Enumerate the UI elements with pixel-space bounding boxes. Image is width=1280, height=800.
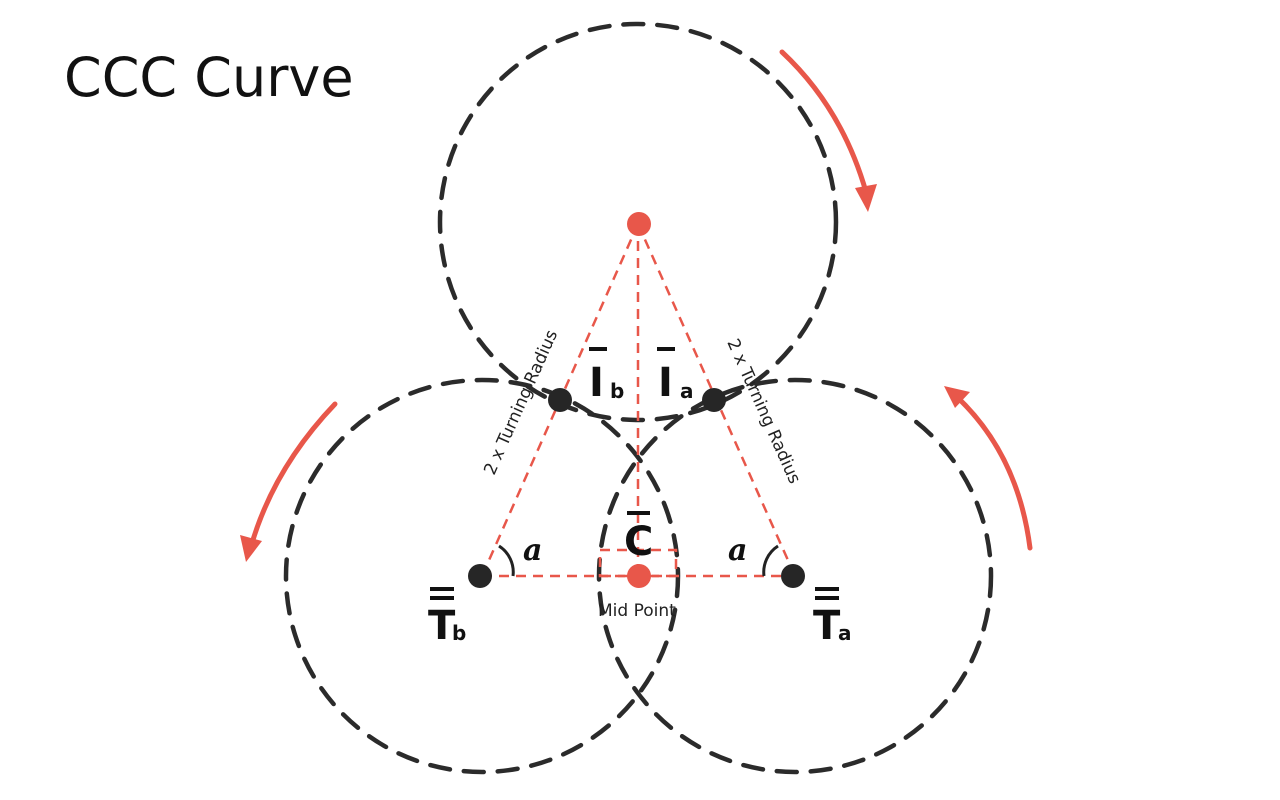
- alpha-left: a: [523, 533, 542, 568]
- midpoint-label: Mid Point: [598, 601, 676, 621]
- radius-label-right: 2 x Turning Radius: [722, 336, 804, 487]
- left-arrowhead-icon: [240, 535, 262, 562]
- right-arrowhead-icon: [944, 386, 970, 408]
- midpoint-point: [627, 564, 651, 588]
- c-label: C: [624, 511, 653, 565]
- ia-letter: I: [658, 360, 673, 406]
- ta-subscript: a: [838, 621, 852, 645]
- right-arrow-icon: [953, 393, 1033, 551]
- ia-point: [702, 388, 726, 412]
- tb-letter: T: [428, 603, 456, 649]
- ia-label: I a: [657, 347, 694, 406]
- ia-subscript: a: [680, 379, 694, 403]
- right-angle-arc: [762, 544, 779, 577]
- tb-point: [468, 564, 492, 588]
- ib-subscript: b: [610, 379, 624, 403]
- c-letter: C: [624, 519, 653, 565]
- tb-subscript: b: [452, 621, 466, 645]
- left-angle-arc: [498, 544, 515, 577]
- ib-letter: I: [589, 360, 604, 406]
- points: [468, 212, 805, 588]
- left-arrow-icon: [247, 401, 338, 553]
- ta-point: [781, 564, 805, 588]
- diagram-title: CCC Curve: [64, 46, 354, 109]
- ta-label: T a: [813, 587, 852, 649]
- tb-label: T b: [428, 587, 466, 649]
- angle-arcs: [498, 544, 779, 577]
- top-center-point: [627, 212, 651, 236]
- ib-label: I b: [589, 347, 624, 406]
- top-arrow-icon: [779, 49, 869, 195]
- ib-point: [548, 388, 572, 412]
- ta-letter: T: [813, 603, 841, 649]
- top-arrowhead-icon: [855, 184, 877, 212]
- alpha-right: a: [728, 533, 747, 568]
- rotation-arrows: [247, 49, 1033, 553]
- arrow-heads: [240, 184, 970, 562]
